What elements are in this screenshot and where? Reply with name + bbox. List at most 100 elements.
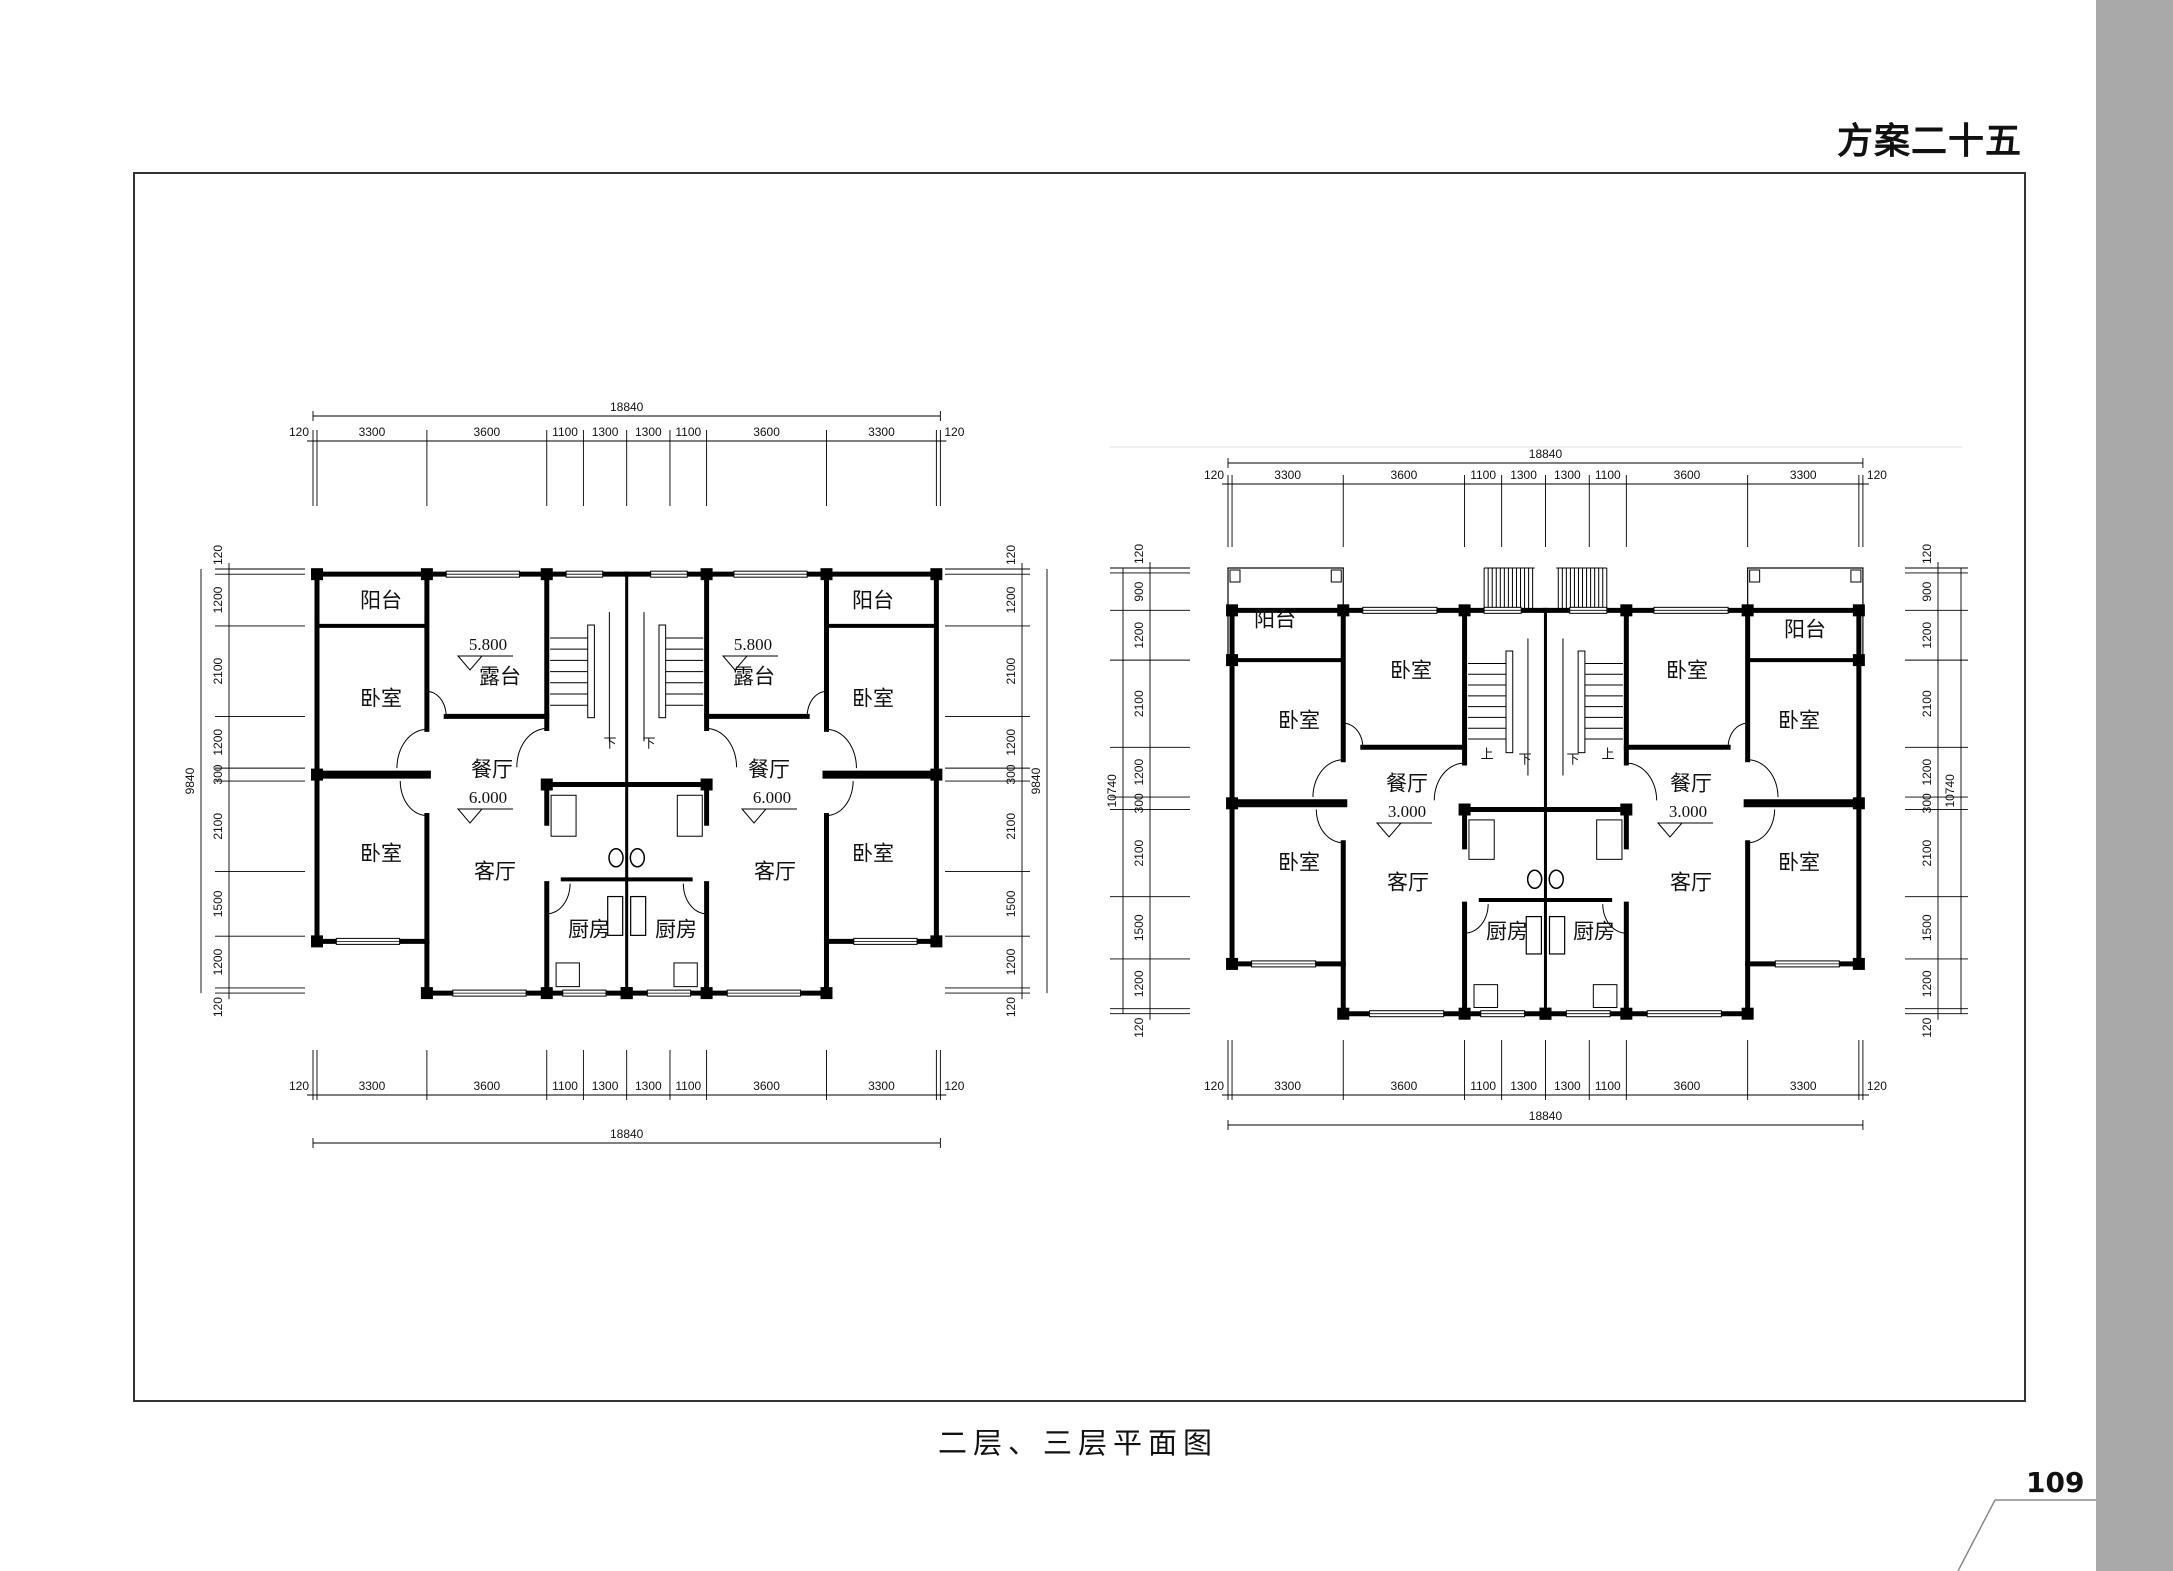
width-dimension-label: 3300 bbox=[868, 1079, 895, 1093]
page-edge-gray-bar bbox=[2096, 0, 2173, 1571]
room-label: 卧室 bbox=[852, 842, 894, 866]
room-label: 下 bbox=[1518, 753, 1531, 768]
room-label: 卧室 bbox=[1778, 709, 1820, 733]
depth-dimension-label: 1200 bbox=[211, 948, 225, 975]
door-swing-arc bbox=[706, 727, 738, 768]
total-width-label: 18840 bbox=[1529, 1109, 1563, 1123]
wash-basin bbox=[1526, 869, 1543, 889]
width-dimension-label: 1100 bbox=[1595, 468, 1621, 482]
balcony-post bbox=[1850, 569, 1862, 583]
total-depth-label: 9840 bbox=[1029, 767, 1043, 794]
door-swing-arc bbox=[682, 883, 707, 915]
column bbox=[700, 987, 713, 1000]
drawing-frame bbox=[133, 172, 2026, 1402]
room-label: 客厅 bbox=[754, 860, 796, 884]
width-dimension-label: 1300 bbox=[1510, 468, 1537, 482]
room-label: 客厅 bbox=[1670, 871, 1712, 895]
elevation-triangle-icon bbox=[456, 655, 484, 671]
room-label: 上 bbox=[1601, 748, 1614, 763]
column bbox=[930, 568, 943, 581]
width-dimension-label: 1100 bbox=[1595, 1079, 1621, 1093]
width-dimension-label: 3600 bbox=[753, 1079, 780, 1093]
depth-dimension-label: 900 bbox=[1132, 581, 1146, 601]
column bbox=[930, 935, 943, 948]
width-dimension-label: 1300 bbox=[1554, 468, 1581, 482]
width-dimension-label: 1300 bbox=[1554, 1079, 1581, 1093]
door-swing-arc bbox=[1727, 722, 1748, 748]
column bbox=[700, 778, 713, 791]
width-dimension-label: 3600 bbox=[1391, 468, 1418, 482]
depth-dimension-label: 1200 bbox=[211, 729, 225, 756]
total-width-label: 18840 bbox=[610, 400, 644, 414]
kitchen-stove bbox=[630, 895, 647, 936]
door-swing-arc bbox=[399, 781, 427, 817]
column bbox=[1458, 1007, 1471, 1020]
door-swing-arc bbox=[1602, 904, 1627, 934]
room-label: 卧室 bbox=[852, 687, 894, 711]
elevation-label: 5.800 bbox=[469, 635, 507, 654]
door-swing-arc bbox=[806, 690, 827, 717]
kitchen-stove bbox=[1548, 915, 1566, 955]
depth-dimension-label: 1200 bbox=[1132, 759, 1146, 786]
room-label: 卧室 bbox=[1390, 659, 1432, 683]
width-dimension-label: 3600 bbox=[473, 425, 500, 439]
depth-dimension-label: 1500 bbox=[1004, 890, 1018, 917]
depth-dimension-label: 2100 bbox=[1004, 813, 1018, 840]
column bbox=[700, 568, 713, 581]
total-depth-label: 10740 bbox=[1943, 774, 1957, 808]
room-label: 阳台 bbox=[852, 589, 894, 613]
column bbox=[1852, 797, 1865, 810]
depth-dimension-label: 120 bbox=[211, 545, 225, 565]
door-swing-arc bbox=[1464, 904, 1489, 934]
depth-dimension-label: 2100 bbox=[211, 657, 225, 684]
kitchen-stove bbox=[1525, 915, 1543, 955]
width-dimension-label: 3600 bbox=[753, 425, 780, 439]
depth-dimension-label: 1200 bbox=[1132, 970, 1146, 997]
depth-dimension-label: 1200 bbox=[1004, 948, 1018, 975]
room-label: 餐厅 bbox=[1670, 772, 1712, 796]
washing-machine bbox=[1468, 819, 1495, 860]
door-swing-arc bbox=[826, 781, 854, 817]
page-corner-diagonal bbox=[1957, 1499, 1996, 1571]
balcony-frame bbox=[1747, 567, 1864, 661]
column bbox=[930, 768, 943, 781]
room-label: 卧室 bbox=[1278, 709, 1320, 733]
elevation-triangle-icon bbox=[456, 808, 484, 824]
room-label: 客厅 bbox=[474, 860, 516, 884]
column bbox=[310, 568, 323, 581]
column bbox=[1852, 604, 1865, 617]
width-dimension-label: 3300 bbox=[1274, 1079, 1301, 1093]
room-label: 厨房 bbox=[1486, 920, 1528, 944]
column bbox=[620, 987, 633, 1000]
room-label: 露台 bbox=[733, 665, 775, 689]
depth-dimension-label: 2100 bbox=[1132, 690, 1146, 717]
door-swing-arc bbox=[1747, 809, 1776, 844]
elevation-label: 6.000 bbox=[469, 788, 507, 807]
depth-dimension-label: 1500 bbox=[211, 890, 225, 917]
room-label: 厨房 bbox=[655, 918, 697, 942]
width-dimension-label: 120 bbox=[289, 1079, 309, 1093]
width-dimension-label: 3300 bbox=[1274, 468, 1301, 482]
depth-dimension-label: 1500 bbox=[1920, 914, 1934, 941]
room-label: 露台 bbox=[479, 665, 521, 689]
width-dimension-label: 3300 bbox=[868, 425, 895, 439]
column bbox=[1458, 803, 1471, 816]
room-label: 卧室 bbox=[1778, 851, 1820, 875]
stair-handrail bbox=[1577, 650, 1586, 754]
width-dimension-label: 3600 bbox=[473, 1079, 500, 1093]
depth-dimension-label: 120 bbox=[1920, 1017, 1934, 1037]
page-number: 109 bbox=[2026, 1466, 2085, 1499]
door-swing-arc bbox=[1626, 762, 1658, 801]
width-dimension-label: 1100 bbox=[675, 425, 701, 439]
depth-dimension-label: 1200 bbox=[1920, 759, 1934, 786]
width-dimension-label: 3300 bbox=[1790, 468, 1817, 482]
column bbox=[1620, 604, 1633, 617]
room-label: 阳台 bbox=[1254, 608, 1296, 632]
depth-dimension-label: 1200 bbox=[211, 586, 225, 613]
column bbox=[420, 568, 433, 581]
door-swing-arc bbox=[826, 728, 857, 769]
column bbox=[1741, 1007, 1754, 1020]
kitchen-sink bbox=[673, 962, 698, 988]
elevation-label: 3.000 bbox=[1388, 802, 1426, 821]
